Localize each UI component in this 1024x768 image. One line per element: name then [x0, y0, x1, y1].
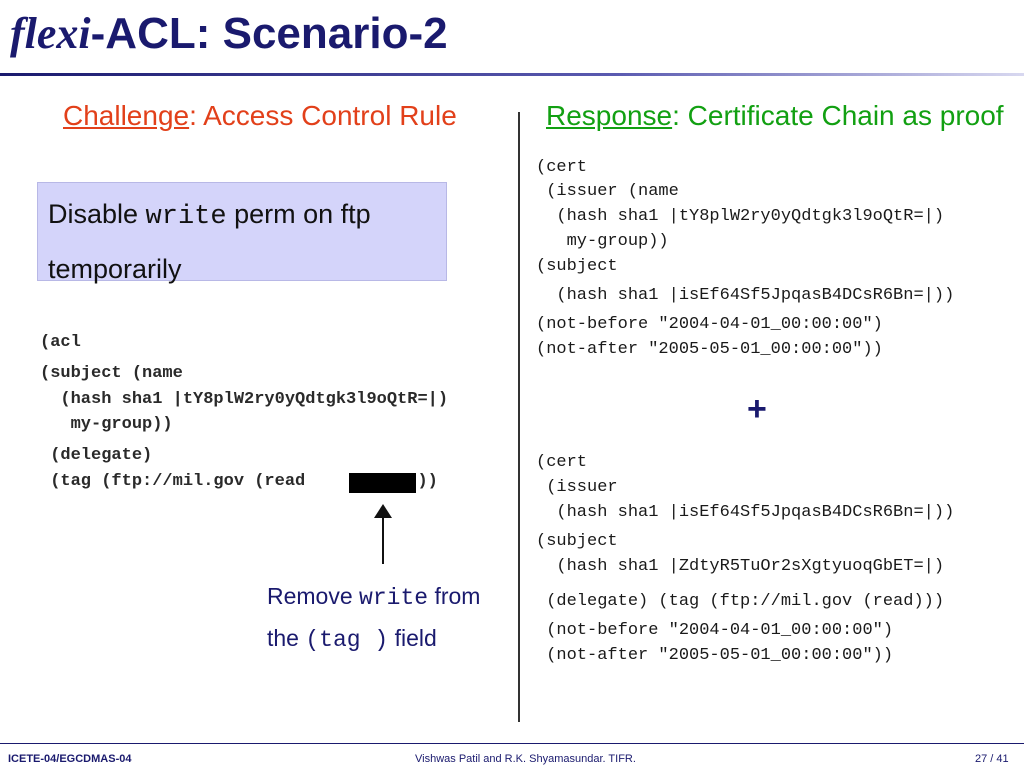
cert2-line-6: (not-before "2004-04-01_00:00:00"): [536, 621, 894, 640]
response-heading-key: Response: [546, 100, 673, 131]
footer-authors: Vishwas Patil and R.K. Shyamasundar. TIF…: [415, 753, 636, 765]
title-rest: -ACL: Scenario-2: [90, 9, 448, 58]
cert2-line-1: (issuer: [536, 478, 618, 497]
title-underline: [0, 73, 1024, 76]
cert2-line-5: (delegate) (tag (ftp://mil.gov (read))): [536, 592, 945, 611]
cert1-line-2: (hash sha1 |tY8plW2ry0yQdtgk3l9oQtR=|): [536, 207, 945, 226]
cert1-line-3: my-group)): [536, 232, 669, 251]
note-code-tag: (tag ): [305, 627, 389, 653]
redaction-block: [349, 473, 416, 493]
challenge-heading-key: Challenge: [63, 100, 190, 131]
cert1-line-5: (hash sha1 |isEf64Sf5JpqasB4DCsR6Bn=|)): [536, 286, 955, 305]
challenge-heading: Challenge: Access Control Rule: [63, 100, 457, 132]
cert1-line-7: (not-after "2005-05-01_00:00:00")): [536, 340, 883, 359]
challenge-text-code: write: [145, 202, 227, 232]
note-post: field: [388, 625, 437, 651]
column-divider: [518, 112, 520, 722]
challenge-text-pre: Disable: [48, 199, 146, 229]
acl-line-1: (subject (name: [40, 364, 183, 383]
acl-line-3: my-group)): [40, 415, 173, 434]
cert1-line-4: (subject: [536, 257, 618, 276]
title-italic: flexi: [10, 9, 91, 58]
acl-line-4: (delegate): [40, 446, 153, 465]
response-heading-rest: : Certificate Chain as proof: [672, 100, 1004, 131]
arrow-shaft: [382, 512, 384, 564]
challenge-box: [37, 182, 447, 281]
challenge-text-post: perm on ftp temporarily: [48, 199, 371, 284]
cert1-line-1: (issuer (name: [536, 182, 679, 201]
response-heading: Response: Certificate Chain as proof: [546, 100, 1004, 132]
note-code-write: write: [359, 585, 429, 611]
remove-note: Remove write from the (tag ) field: [267, 576, 512, 660]
arrow-up-icon: [374, 504, 392, 518]
footer-page-number: 27 / 41: [975, 753, 1009, 765]
acl-line-2: (hash sha1 |tY8plW2ry0yQdtgk3l9oQtR=|): [40, 390, 449, 409]
cert2-line-4: (hash sha1 |ZdtyR5TuOr2sXgtyuoqGbET=|): [536, 557, 945, 576]
slide-title: flexi-ACL: Scenario-2: [10, 8, 448, 59]
note-pre: Remove: [267, 583, 360, 609]
cert1-line-0: (cert: [536, 158, 588, 177]
challenge-text: Disable write perm on ftp temporarily: [48, 188, 443, 295]
plus-sign: +: [747, 390, 767, 428]
footer-conference: ICETE-04/EGCDMAS-04: [8, 753, 132, 765]
cert1-line-6: (not-before "2004-04-01_00:00:00"): [536, 315, 883, 334]
challenge-heading-rest: : Access Control Rule: [189, 100, 457, 131]
acl-line-0: (acl: [40, 333, 81, 352]
cert2-line-7: (not-after "2005-05-01_00:00:00")): [536, 646, 894, 665]
note-mid: from the: [267, 583, 481, 651]
cert2-line-2: (hash sha1 |isEf64Sf5JpqasB4DCsR6Bn=|)): [536, 503, 955, 522]
footer-rule: [0, 743, 1024, 744]
cert2-line-3: (subject: [536, 532, 618, 551]
cert2-line-0: (cert: [536, 453, 588, 472]
